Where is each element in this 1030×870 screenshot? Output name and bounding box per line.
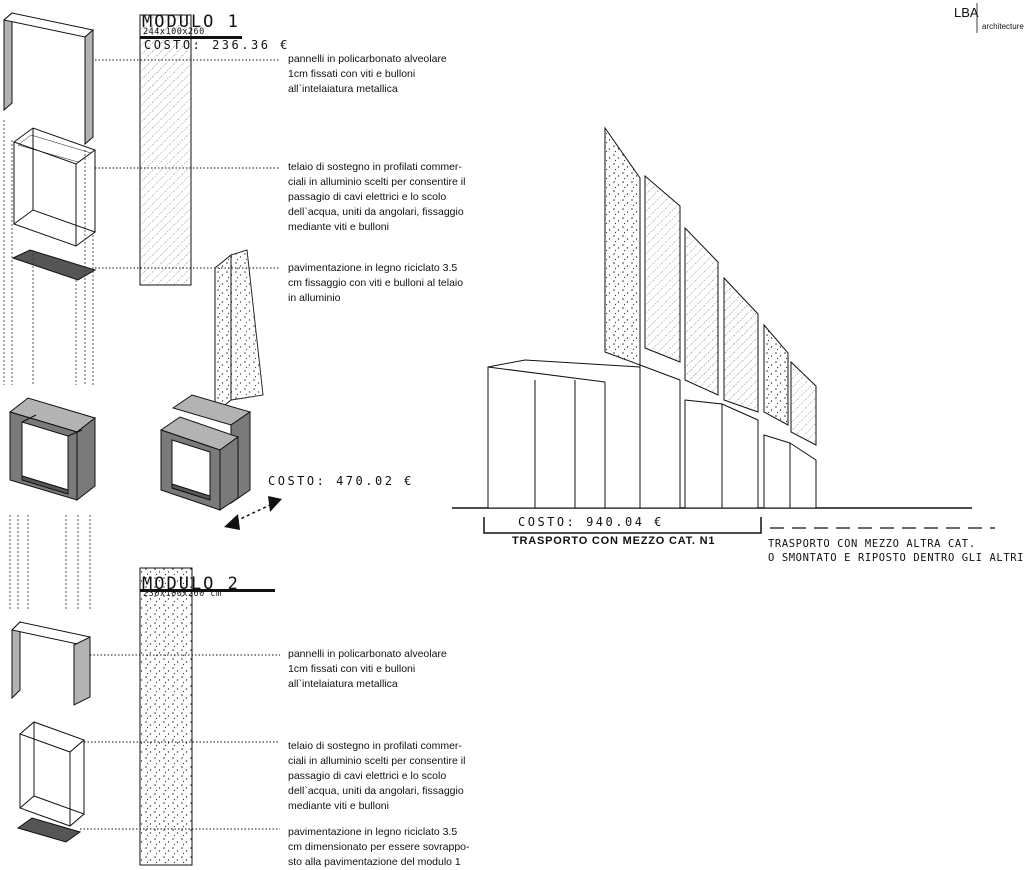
m1-panel-top xyxy=(2,12,95,38)
modulo1-title: MODULO 1 xyxy=(142,12,240,32)
m2-panel-elevation xyxy=(139,567,193,866)
modulo1-exploded xyxy=(2,11,97,610)
m1-note-frame: telaio di sostegno in profilati commer-c… xyxy=(288,161,466,233)
m1-assembled xyxy=(8,397,97,502)
transport-cost: COSTO: 940.04 € xyxy=(518,515,664,529)
m1-panel-right xyxy=(84,28,94,146)
m2-title-underline xyxy=(140,589,275,592)
m1-floor xyxy=(11,249,97,281)
logo-architecture: architecture xyxy=(982,22,1024,31)
modulo2-dims: 230x100x260 cm xyxy=(143,589,222,599)
combined-cost: COSTO: 470.02 € xyxy=(268,474,414,488)
modulo2-title: MODULO 2 xyxy=(142,574,240,594)
m2-leaders xyxy=(80,654,280,830)
m1-title-underline xyxy=(140,36,242,39)
double-arrow xyxy=(224,496,282,530)
combined-modules xyxy=(159,249,264,511)
m1-frame xyxy=(12,127,97,247)
modulo1-cost: COSTO: 236.36 € xyxy=(144,38,290,52)
transport-other-line1: TRASPORTO CON MEZZO ALTRA CAT. xyxy=(768,538,976,550)
perspective-row xyxy=(452,126,972,509)
logo-lba: LBA xyxy=(954,5,979,20)
transport-n1-label: TRASPORTO CON MEZZO CAT. N1 xyxy=(512,535,716,547)
m2-note-frame: telaio di sostegno in profilati commer-c… xyxy=(288,740,466,812)
n1-bracket xyxy=(483,517,762,534)
transport-other-line2: O SMONTATO E RIPOSTO DENTRO GLI ALTRI xyxy=(768,552,1025,564)
modulo2-exploded xyxy=(10,620,92,843)
m1-panel-left xyxy=(3,11,13,112)
m1-panel-elevation xyxy=(139,14,192,286)
modulo1-dims: 244x100x260 xyxy=(143,27,205,37)
